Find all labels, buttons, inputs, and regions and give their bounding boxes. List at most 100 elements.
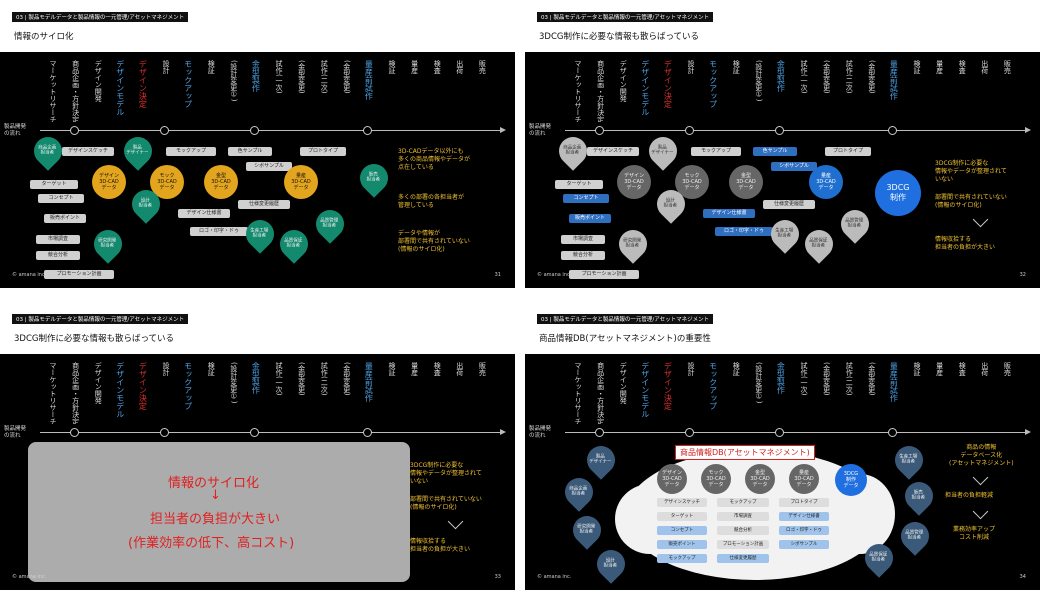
page-number: 34	[1019, 574, 1026, 580]
stage-label: 商品企画・方針決定	[71, 60, 80, 122]
chevron-down-icon	[972, 469, 989, 486]
timeline-arrow-icon	[500, 127, 506, 133]
pill-promotion: プロモーション計画	[44, 270, 114, 279]
stage-label: 販売	[1003, 362, 1012, 376]
stage-label: 量産前試作	[889, 362, 899, 402]
slide-34[interactable]: 03 | 製品モデルデータと製品情報の一元管理/アセットマネジメント 商品情報D…	[525, 302, 1040, 590]
stage-label: 検査	[958, 362, 967, 376]
slide-32[interactable]: 03 | 製品モデルデータと製品情報の一元管理/アセットマネジメント 3DCG制…	[525, 0, 1040, 288]
circle-3dcg-db: 3DCG 制作 データ	[835, 464, 867, 496]
stage-label: デザイン開発	[94, 60, 103, 102]
stage-label: デザインモデル	[115, 362, 125, 418]
circle-design-3d: デザイン 3D-CAD データ	[92, 165, 126, 199]
pill-logo: ロゴ・印字・ドゥ	[190, 227, 248, 236]
stage-label: デザイン開発	[619, 362, 628, 404]
side-note-2: 部署間で共有されていない (情報のサイロ化)	[935, 194, 1007, 209]
pill-selling-point: 販売ポイント	[569, 214, 611, 223]
pill-mockup: モックアップ	[166, 147, 216, 156]
stage-label: マーケットリサーチ	[574, 362, 582, 424]
slide-title: 商品情報DB(アセットマネジメント)の重要性	[539, 334, 711, 344]
slide-33[interactable]: 03 | 製品モデルデータと製品情報の一元管理/アセットマネジメント 3DCG制…	[0, 302, 515, 590]
stage-label: 量産	[410, 60, 419, 74]
circle-mold-3d: 金型 3D-CAD データ	[204, 165, 238, 199]
pill-prototype: プロトタイプ	[300, 147, 346, 156]
pin-qa: 品質管理 担当者	[310, 204, 350, 244]
stage-label: モックアップ	[708, 362, 718, 410]
db-spec-change: 仕様変更履歴	[717, 554, 769, 563]
flow-label: 製品開発の流れ	[4, 124, 27, 137]
stage-label: 商品企画・方針決定	[596, 362, 605, 424]
pill-design-spec: デザイン仕様書	[178, 209, 230, 218]
chevron-down-icon	[972, 503, 989, 520]
db-target: ターゲット	[657, 512, 707, 521]
pin-designer: 製品 デザイナー	[581, 440, 621, 480]
header-tag: 03 | 製品モデルデータと製品情報の一元管理/アセットマネジメント	[12, 12, 189, 22]
stage-label: (金型変更)	[822, 60, 831, 94]
circle-mass-3d: 量産 3D-CAD データ	[284, 165, 318, 199]
pill-market: 市場調査	[561, 235, 605, 244]
pin-dev: 研究開発 担当者	[88, 224, 128, 264]
db-promotion: プロモーション計画	[717, 540, 769, 549]
timeline-axis	[40, 432, 500, 433]
pin-quality: 品質保証 担当者	[274, 224, 314, 264]
circle-mock-3d: モック 3D-CAD データ	[701, 464, 731, 494]
pill-design-sketch: デザインスケッチ	[587, 147, 639, 156]
stage-label: 出荷	[455, 60, 464, 74]
stage-label: デザイン開発	[94, 362, 103, 404]
stage-label: 量産	[935, 60, 944, 74]
stage-label: 量産	[935, 362, 944, 376]
db-prototype: プロトタイプ	[779, 498, 829, 507]
header-tag: 03 | 製品モデルデータと製品情報の一元管理/アセットマネジメント	[537, 12, 714, 22]
stage-label: 試作(一次)	[800, 362, 808, 396]
timeline-arrow-icon	[500, 429, 506, 435]
stage-label: 金型製作	[776, 362, 786, 394]
pill-color-sample: 色サンプル	[753, 147, 797, 156]
copyright: © amana inc.	[12, 272, 47, 278]
side-note-2: 多くの部署の各担当者が 管理している	[398, 194, 465, 209]
pill-spec-change: 仕様変更履歴	[238, 200, 290, 209]
slide-title: 3DCG制作に必要な情報も散らばっている	[14, 334, 175, 344]
stage-label: 設計	[687, 362, 695, 376]
stage-label: (設計変更①)	[754, 60, 763, 102]
circle-mass-3d: 量産 3D-CAD データ	[789, 464, 819, 494]
flow-label: 製品開発の流れ	[529, 124, 552, 137]
side-note-2: 担当者の負担軽減	[945, 492, 994, 499]
stage-label: モックアップ	[708, 60, 718, 108]
stage-label: 検証	[207, 362, 216, 376]
pin-designer: 製品 デザイナー	[118, 131, 158, 171]
db-shibo: シボサンプル	[779, 540, 829, 549]
side-note-1: 3DCG制作に必要な 情報やデータが整理されて いない	[935, 160, 1007, 183]
slide-body: 製品開発の流れ デザインスケッチ ターゲット コンセプト 販売ポイント 市場調査…	[0, 52, 515, 288]
page-number: 32	[1019, 272, 1026, 278]
pin-qa: 品質管理 担当者	[835, 204, 875, 244]
pin-planner: 商品企画 担当者	[28, 131, 68, 171]
side-note-3: 情報収拾する 担当者の負担が大きい	[410, 538, 471, 553]
slide-title: 情報のサイロ化	[14, 32, 74, 42]
timeline-node	[69, 428, 79, 437]
stage-label: 検証	[732, 60, 741, 74]
timeline-node	[250, 428, 260, 437]
db-mockup: モックアップ	[717, 498, 769, 507]
timeline-node	[160, 126, 169, 135]
overlay-line-3: (作業効率の低下、高コスト)	[128, 536, 295, 551]
stage-label: 検査	[433, 362, 442, 376]
stage-label: デザインモデル	[115, 60, 125, 116]
db-design-sketch: デザインスケッチ	[657, 498, 707, 507]
pill-shibo: シボサンプル	[771, 162, 817, 171]
slide-31[interactable]: 03 | 製品モデルデータと製品情報の一元管理/アセットマネジメント 情報のサイ…	[0, 0, 515, 288]
circle-design-3d: デザイン 3D-CAD データ	[657, 464, 687, 494]
db-competitor: 競合分析	[717, 526, 769, 535]
pill-design-sketch: デザインスケッチ	[62, 147, 114, 156]
page-number: 31	[494, 272, 501, 278]
overlay-line-2: 担当者の負担が大きい	[150, 512, 281, 527]
stage-label: デザイン決定	[663, 60, 673, 108]
pill-concept: コンセプト	[563, 194, 609, 203]
overlay-arrow: ↓	[210, 488, 221, 503]
header-tag: 03 | 製品モデルデータと製品情報の一元管理/アセットマネジメント	[537, 314, 714, 324]
stage-label: 販売	[478, 362, 487, 376]
timeline-node	[888, 428, 898, 437]
overlay-line-1: 情報のサイロ化	[168, 476, 260, 491]
stage-label: 出荷	[980, 60, 989, 74]
stage-label: デザイン開発	[619, 60, 628, 102]
stage-label: 量産	[410, 362, 419, 376]
